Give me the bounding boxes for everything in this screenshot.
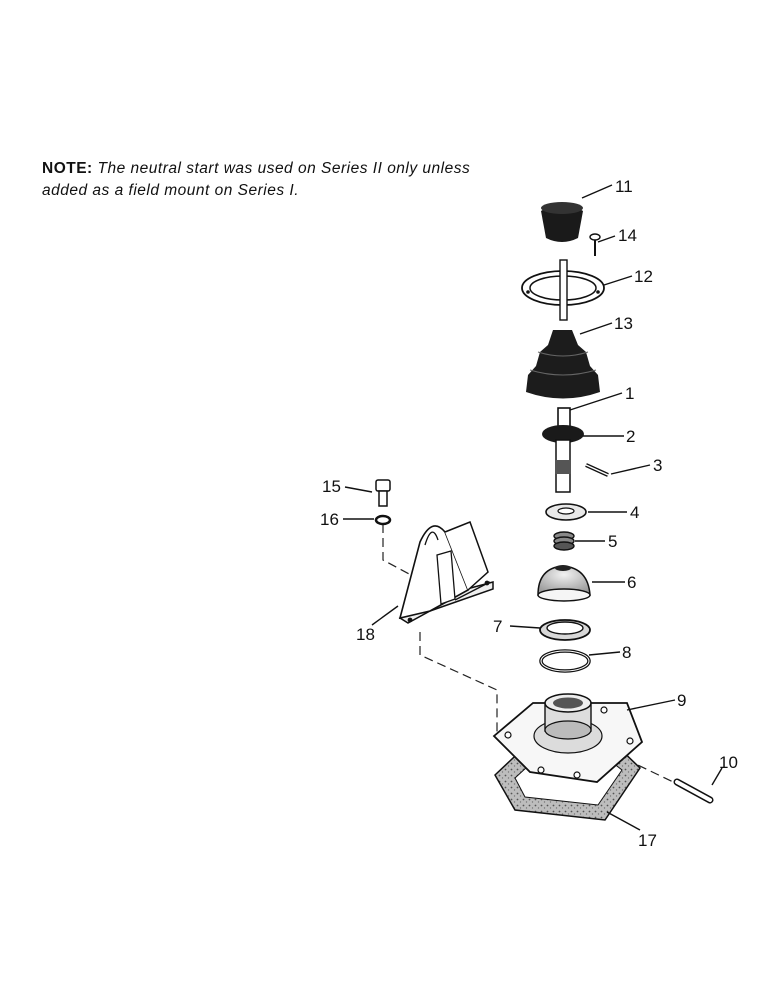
callout-5: 5 bbox=[608, 532, 617, 551]
part-4-washer bbox=[545, 503, 587, 521]
part-2-lever-ball bbox=[542, 425, 584, 493]
part-5-spring bbox=[553, 531, 575, 551]
part-15-bolt bbox=[375, 479, 391, 507]
callout-7: 7 bbox=[493, 617, 502, 636]
part-7-seat-ring bbox=[539, 619, 591, 641]
callout-3: 3 bbox=[653, 456, 662, 475]
callout-9: 9 bbox=[677, 691, 686, 710]
callout-labels: 11 14 12 13 1 2 3 4 5 6 7 8 9 10 17 15 1… bbox=[320, 177, 738, 850]
callout-12: 12 bbox=[634, 267, 653, 286]
part-9-base-plate bbox=[492, 693, 644, 783]
part-12-ring-plate bbox=[521, 259, 605, 321]
part-3-pin bbox=[585, 463, 609, 477]
leader-lines bbox=[343, 184, 723, 831]
callout-6: 6 bbox=[627, 573, 636, 592]
callout-4: 4 bbox=[630, 503, 639, 522]
part-18-bracket bbox=[398, 521, 494, 624]
part-16-lock-washer bbox=[374, 514, 392, 526]
part-11-knob bbox=[541, 202, 583, 242]
callout-17: 17 bbox=[638, 831, 657, 850]
callout-15: 15 bbox=[322, 477, 341, 496]
callout-8: 8 bbox=[622, 643, 631, 662]
callout-1: 1 bbox=[625, 384, 634, 403]
part-13-boot bbox=[526, 330, 600, 399]
part-6-cup bbox=[537, 565, 591, 602]
callout-13: 13 bbox=[614, 314, 633, 333]
callout-16: 16 bbox=[320, 510, 339, 529]
part-10-rod bbox=[673, 778, 714, 804]
part-14-screw bbox=[589, 233, 601, 256]
note-prefix: NOTE: bbox=[42, 160, 93, 177]
note-body: The neutral start was used on Series II … bbox=[42, 160, 471, 199]
callout-14: 14 bbox=[618, 226, 637, 245]
callout-18: 18 bbox=[356, 625, 375, 644]
callout-2: 2 bbox=[626, 427, 635, 446]
callout-11: 11 bbox=[615, 177, 633, 196]
part-8-o-ring bbox=[539, 649, 591, 673]
part-1-lever bbox=[557, 407, 571, 429]
callout-10: 10 bbox=[719, 753, 738, 772]
note-text: NOTE: The neutral start was used on Seri… bbox=[42, 158, 512, 202]
